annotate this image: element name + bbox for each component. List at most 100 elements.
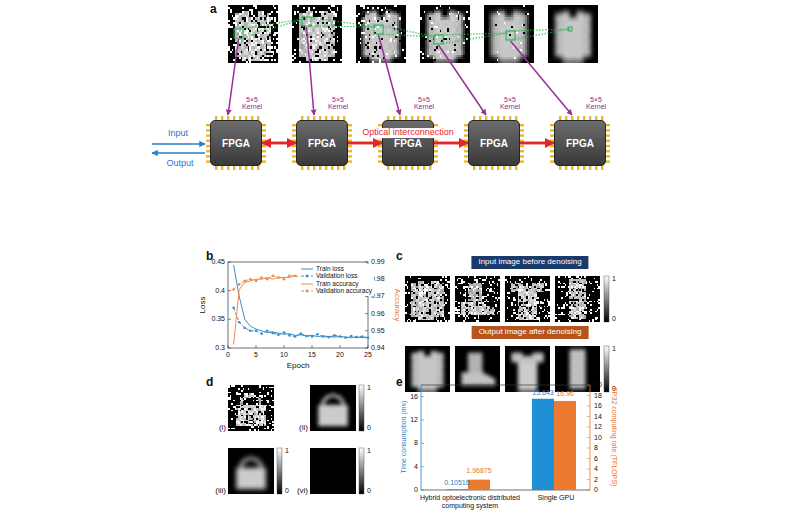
fpga-chip: FPGA (468, 120, 520, 166)
legend-text: Validation accuracy (316, 287, 372, 294)
garment-image (310, 448, 356, 494)
tick-label: 12 (410, 416, 418, 424)
bar (468, 480, 490, 490)
panel-letter: a (210, 3, 217, 16)
garment-image (484, 5, 534, 63)
validation-loss-line-point (238, 321, 241, 324)
receptive-field-line (311, 26, 376, 27)
bar (532, 399, 554, 490)
tick-label: 14 (594, 413, 602, 421)
colorbar (359, 448, 364, 494)
caption-band: Input image before denoising (471, 256, 588, 269)
axis-tick (365, 262, 368, 263)
receptive-field-line (383, 25, 436, 37)
validation-loss-line-point (328, 336, 331, 339)
axis-tick (587, 479, 590, 480)
validation-loss-line-point (311, 335, 314, 338)
receptive-field-line (374, 25, 436, 37)
tick-label: 0.45 (211, 258, 225, 266)
validation-loss-line-point (244, 327, 247, 330)
node-text: Input image before denoising (478, 258, 581, 267)
tick-label: 12 (594, 423, 602, 431)
kernel-label: 5×5 Kernel (497, 96, 523, 111)
tick-label: 16 (594, 402, 602, 410)
left-axis (421, 385, 422, 490)
input-arrow (152, 143, 205, 145)
legend-item: Validation loss (300, 272, 372, 279)
axis-tick (365, 348, 368, 349)
validation-loss-line-point (305, 335, 308, 338)
axis-tick (284, 345, 285, 348)
axis-title: Accuracy (393, 289, 402, 322)
validation-loss-line (234, 308, 368, 338)
legend-dot (306, 275, 309, 278)
colorbar-label: 0 (612, 315, 616, 323)
colorbar-label: 1 (285, 447, 289, 455)
axis-tick (587, 416, 590, 417)
validation-accuracy-line-point (277, 276, 280, 279)
axis-tick (587, 427, 590, 428)
garment-image (455, 276, 500, 322)
legend-line (301, 276, 313, 277)
tick-label: 15 (308, 351, 316, 359)
subpanel-label: (vi) (297, 487, 308, 496)
legend-sample (300, 266, 314, 272)
tick-label: 0.94 (371, 344, 385, 352)
kernel-arrow (439, 45, 487, 115)
colorbar-label: 1 (367, 447, 371, 455)
tick-label: 0.95 (371, 327, 385, 335)
fpga-chip: FPGA (554, 120, 606, 166)
receptive-field-line (443, 33, 508, 35)
validation-loss-line-point (277, 334, 280, 337)
legend-line (301, 291, 313, 292)
colorbar (604, 276, 609, 322)
receptive-field-line (383, 34, 436, 37)
axis-tick (587, 395, 590, 396)
kernel-arrow (379, 35, 401, 115)
tick-label: 10 (594, 434, 602, 442)
bar (554, 401, 576, 490)
caption-band: Output image after denoising (472, 326, 589, 339)
node-text: FPGA (222, 138, 250, 149)
validation-loss-line-point (367, 336, 370, 339)
panel-letter: c (396, 250, 403, 263)
legend-sample (300, 288, 314, 294)
axis-title: Time consumption (ms) (400, 401, 408, 474)
validation-loss-line-point (316, 333, 319, 336)
receptive-field-line (374, 34, 436, 37)
bar-value: 0.10516 (444, 479, 469, 487)
kernel-window (234, 29, 243, 38)
axis-tick (421, 466, 424, 467)
axis-title: Loss (199, 297, 208, 314)
validation-loss-line-point (300, 332, 303, 335)
tick-label: 0 (594, 486, 598, 494)
validation-accuracy-line-point (283, 278, 286, 281)
chart-legend: Train lossValidation lossTrain accuracyV… (298, 264, 374, 296)
bar-value: 16.96 (556, 390, 574, 398)
validation-accuracy-line-point (272, 274, 275, 277)
axis-tick (421, 420, 424, 421)
colorbar-label: 0 (367, 487, 371, 495)
axis-tick (228, 348, 231, 349)
axis-tick (228, 319, 231, 320)
axis-tick (256, 345, 257, 348)
axis-tick (587, 490, 590, 491)
validation-loss-line-point (283, 331, 286, 334)
output-arrow (152, 152, 205, 154)
fpga-chip: FPGA (296, 120, 348, 166)
kernel-label: 5×5 Kernel (583, 96, 609, 111)
validation-accuracy-line-point (266, 278, 269, 281)
tick-label: 5 (254, 351, 258, 359)
bar-value: 15.643 (532, 389, 553, 397)
tick-label: 8 (594, 444, 598, 452)
garment-image (228, 5, 278, 63)
colorbar (277, 448, 282, 494)
legend-text: Validation loss (316, 272, 357, 279)
receptive-field-line (234, 19, 304, 29)
garment-image (356, 5, 406, 63)
axis-tick (587, 448, 590, 449)
legend-dot (306, 290, 309, 293)
tick-label: 0 (414, 486, 418, 494)
axis-tick (421, 490, 424, 491)
